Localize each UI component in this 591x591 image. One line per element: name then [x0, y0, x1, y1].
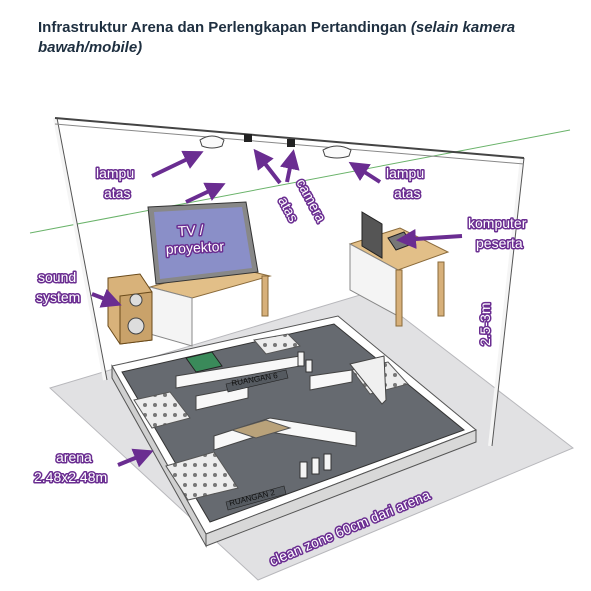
frame-top-beam	[54, 117, 525, 159]
robot-group-1	[297, 351, 332, 479]
floor-sign-1-plate	[225, 369, 289, 393]
tv-screen	[154, 207, 252, 279]
computer-table-leg	[437, 261, 445, 317]
frame-pole-left-edge	[56, 117, 108, 381]
start-zone	[185, 351, 223, 373]
lamp-right	[322, 145, 352, 159]
camera-left	[244, 134, 252, 142]
dotted-zone-4	[253, 333, 301, 355]
robot-3	[299, 461, 308, 479]
arrow-sound	[91, 288, 122, 308]
label-tv-2: proyektor	[165, 238, 224, 257]
camera-right	[287, 139, 295, 147]
label-lampu-right-2: atas	[394, 185, 420, 201]
arrow-tv	[185, 182, 226, 204]
horizon-line	[29, 129, 571, 234]
inner-wall-5	[349, 355, 387, 405]
label-lampu-left-1: lampu	[96, 165, 134, 181]
arena-wall-front-right	[205, 429, 477, 547]
arrow-lampu-right	[348, 161, 382, 184]
brown-strip	[230, 419, 292, 439]
label-tv-1: TV /	[177, 222, 204, 239]
frame-pole-right	[488, 157, 524, 447]
label-arena-1: arena	[56, 449, 92, 465]
frame-pole-right-edge	[491, 157, 525, 447]
speaker-woofer	[129, 293, 143, 307]
page-title: Infrastruktur Arena dan Perlengkapan Per…	[38, 18, 578, 58]
computer-monitor	[361, 211, 383, 259]
label-komputer-1: komputer	[468, 215, 527, 231]
tv-table-front	[149, 286, 193, 347]
arrow-camera-left	[253, 148, 282, 185]
lamp-left	[199, 135, 225, 149]
label-sound-2: system	[36, 289, 80, 305]
speaker-woofer-2	[127, 317, 145, 335]
arrows	[91, 148, 463, 468]
robot-2	[305, 359, 313, 373]
arrow-camera-right	[279, 149, 300, 183]
label-lampu-right-1: lampu	[386, 165, 424, 181]
label-lampu-left-2: atas	[104, 185, 130, 201]
dotted-zone-2	[165, 451, 239, 501]
floor-sign-2-plate	[225, 485, 287, 511]
robot-5	[323, 453, 332, 471]
robot-4	[311, 457, 320, 475]
label-height: 2.5-3m	[477, 302, 493, 346]
inner-wall-4	[309, 369, 353, 391]
arrow-lampu-left	[151, 150, 204, 178]
arrow-arena	[117, 448, 154, 468]
title-main: Infrastruktur Arena dan Perlengkapan Per…	[38, 19, 407, 36]
label-camera-2: atas	[275, 194, 302, 225]
robot-1	[297, 351, 305, 367]
label-arena-2: 2.48x2.48m	[34, 469, 107, 485]
title-italic: (selain kamera bawah/mobile)	[38, 19, 516, 56]
dotted-zone-1	[133, 391, 191, 429]
label-komputer-2: peserta	[476, 235, 523, 251]
computer-table-leg-2	[395, 269, 403, 327]
label-sound-1: sound	[38, 269, 76, 285]
arrow-komputer	[396, 228, 463, 249]
frame-pole-left	[53, 117, 107, 381]
tv-table-leg	[261, 275, 269, 317]
